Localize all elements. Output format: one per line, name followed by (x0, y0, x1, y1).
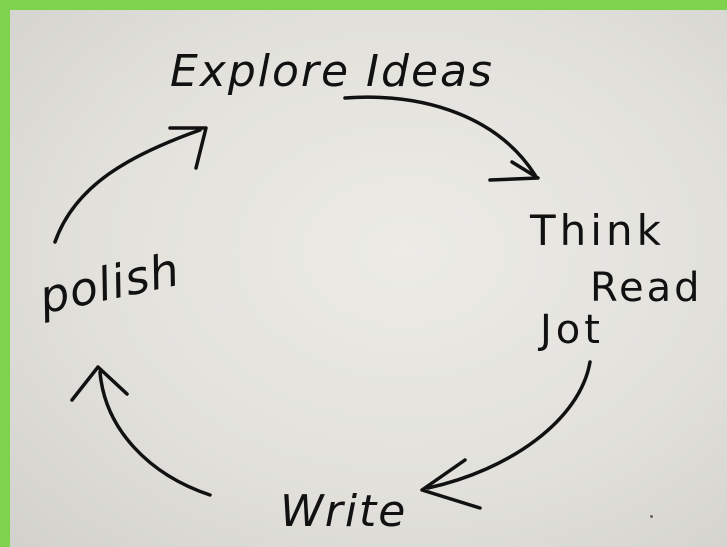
arrowhead-jot-to-write (420, 458, 482, 510)
arrow-polish-to-explore (53, 128, 202, 244)
cycle-arrows (53, 95, 592, 510)
arrowhead-polish-to-explore (168, 126, 208, 170)
arrow-jot-to-write (426, 360, 592, 490)
node-think: Think (530, 206, 665, 255)
arrow-write-to-polish (98, 370, 212, 497)
paper-speck (650, 515, 653, 518)
node-explore-ideas: Explore Ideas (170, 46, 494, 97)
node-jot: Jot (540, 307, 604, 353)
arrowhead-write-to-polish (70, 365, 129, 402)
node-read: Read (590, 265, 703, 311)
arrowhead-explore-to-think (488, 160, 540, 182)
arrow-explore-to-think (343, 95, 537, 177)
node-write: Write (280, 486, 408, 537)
paper-sheet: Explore Ideas Think Read Jot Write polis… (10, 10, 727, 547)
